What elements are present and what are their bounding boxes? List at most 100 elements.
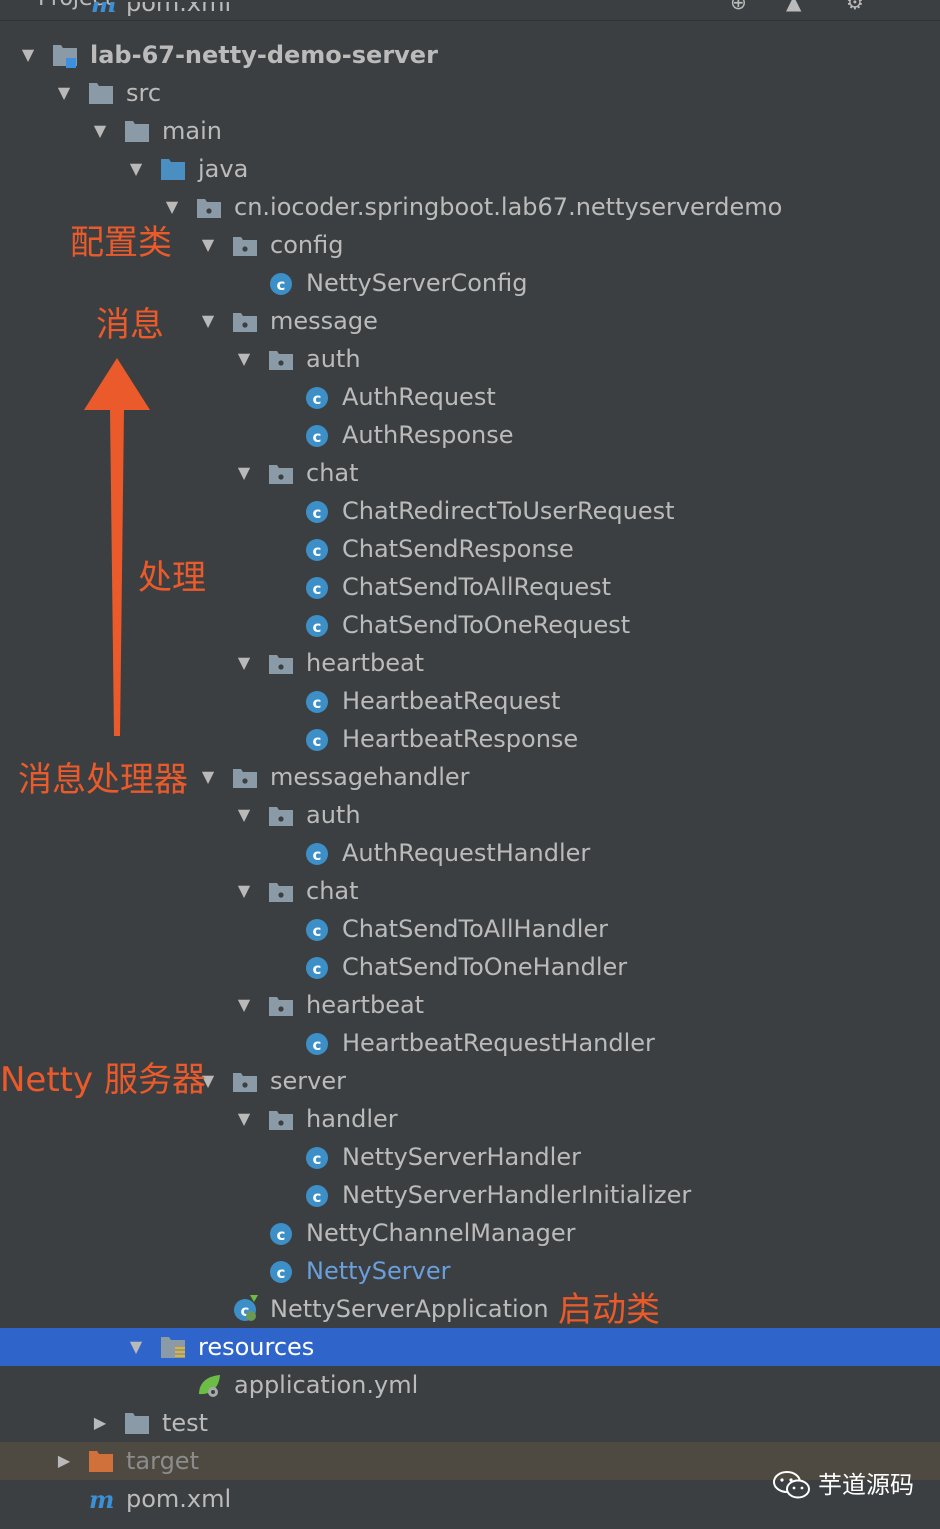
svg-text:c: c: [313, 428, 322, 446]
chevron-down-icon[interactable]: ▼: [237, 881, 251, 900]
chevron-down-icon[interactable]: ▼: [201, 1071, 215, 1090]
chevron-down-icon[interactable]: ▼: [237, 463, 251, 482]
tree-item-cn-iocoder-springboot-lab67-nettyserverdemo[interactable]: ▼cn.iocoder.springboot.lab67.nettyserver…: [0, 188, 940, 226]
tree-item-label: lab-67-netty-demo-server: [90, 41, 438, 69]
tree-item-src[interactable]: ▼ src: [0, 74, 940, 112]
chevron-down-icon[interactable]: ▼: [237, 995, 251, 1014]
project-title[interactable]: Project: [38, 0, 113, 11]
svg-text:c: c: [277, 1226, 286, 1244]
tree-item-handler[interactable]: ▼ handler: [0, 1100, 940, 1138]
tree-item-message[interactable]: ▼message: [0, 302, 940, 340]
tree-item-auth[interactable]: ▼auth: [0, 340, 940, 378]
svg-text:c: c: [313, 580, 322, 598]
tree-item-heartbeat[interactable]: ▼ heartbeat: [0, 986, 940, 1024]
chevron-down-icon[interactable]: ▼: [129, 159, 143, 178]
tree-item-target[interactable]: ▶target: [0, 1442, 940, 1480]
annotation-message: 消息: [96, 305, 164, 345]
tree-item-messagehandler[interactable]: ▼ messagehandler: [0, 758, 940, 796]
tree-item-label: messagehandler: [270, 763, 470, 791]
tree-item-label: handler: [306, 1105, 398, 1133]
tree-item-auth[interactable]: ▼auth: [0, 796, 940, 834]
tree-item-application-yml[interactable]: application.yml: [0, 1366, 940, 1404]
chevron-right-icon[interactable]: ▶: [57, 1451, 71, 1470]
gear-icon[interactable]: ⚙: [846, 0, 864, 14]
chevron-down-icon[interactable]: ▼: [93, 121, 107, 140]
svg-text:c: c: [241, 1302, 250, 1320]
package-icon: [268, 454, 294, 492]
resources-folder-icon: [160, 1328, 186, 1366]
tree-item-label: src: [126, 79, 162, 107]
tree-item-main[interactable]: ▼ main: [0, 112, 940, 150]
tree-item-label: ChatRedirectToUserRequest: [342, 497, 675, 525]
tree-item-label: main: [162, 117, 222, 145]
tree-item-label: heartbeat: [306, 991, 425, 1019]
tree-item-nettyserverapplication[interactable]: c NettyServerApplication: [0, 1290, 940, 1328]
chevron-down-icon[interactable]: ▼: [201, 311, 215, 330]
class-icon: c: [304, 606, 330, 644]
tree-item-test[interactable]: ▶test: [0, 1404, 940, 1442]
tree-item-label: AuthRequest: [342, 383, 496, 411]
tree-item-lab-67-netty-demo-server[interactable]: ▼ lab-67-netty-demo-server: [0, 36, 940, 74]
tree-item-heartbeat[interactable]: ▼heartbeat: [0, 644, 940, 682]
up-arrow-icon: [84, 358, 150, 736]
tree-item-resources[interactable]: ▼resources: [0, 1328, 940, 1366]
tree-item-config[interactable]: ▼config: [0, 226, 940, 264]
tree-item-label: HeartbeatRequestHandler: [342, 1029, 655, 1057]
svg-text:c: c: [313, 732, 322, 750]
tree-item-nettychannelmanager[interactable]: c NettyChannelManager: [0, 1214, 940, 1252]
chevron-down-icon[interactable]: ▼: [237, 653, 251, 672]
tree-item-chat[interactable]: ▼chat: [0, 872, 940, 910]
annotation-server: Netty 服务器: [0, 1060, 206, 1100]
package-icon: [268, 340, 294, 378]
tree-item-server[interactable]: ▼server: [0, 1062, 940, 1100]
package-icon: [232, 758, 258, 796]
chevron-down-icon[interactable]: ▼: [237, 1109, 251, 1128]
chevron-down-icon[interactable]: ▼: [165, 197, 179, 216]
tree-item-label: NettyChannelManager: [306, 1219, 576, 1247]
class-icon: c: [304, 834, 330, 872]
svg-text:m: m: [89, 1485, 114, 1514]
tree-item-pom-partial[interactable]: m pom.xml: [0, 2, 940, 22]
package-icon: [232, 226, 258, 264]
excluded-folder-icon: [88, 1442, 114, 1480]
tree-item-label: application.yml: [234, 1371, 419, 1399]
class-icon: c: [268, 1252, 294, 1290]
chevron-right-icon[interactable]: ▶: [93, 1413, 107, 1432]
chevron-down-icon[interactable]: ▼: [129, 1337, 143, 1356]
class-icon: c: [304, 416, 330, 454]
maven-icon: m: [90, 2, 116, 22]
source-folder-icon: [160, 150, 186, 188]
tree-item-label: ChatSendToAllHandler: [342, 915, 609, 943]
chevron-down-icon[interactable]: ▼: [237, 349, 251, 368]
locate-icon[interactable]: ⊕: [730, 0, 747, 14]
chevron-down-icon[interactable]: ▼: [57, 83, 71, 102]
chevron-down-icon[interactable]: ▼: [21, 45, 35, 64]
tree-item-java[interactable]: ▼ java: [0, 150, 940, 188]
tree-item-label: NettyServerApplication: [270, 1295, 549, 1323]
chevron-down-icon[interactable]: ▼: [237, 805, 251, 824]
collapse-icon[interactable]: ▲: [786, 0, 802, 14]
chevron-down-icon[interactable]: ▼: [201, 235, 215, 254]
tree-item-label: pom.xml: [126, 2, 232, 17]
tree-item-label: java: [198, 155, 249, 183]
chevron-down-icon[interactable]: ▼: [201, 767, 215, 786]
tree-item-chat[interactable]: ▼chat: [0, 454, 940, 492]
class-icon: c: [304, 530, 330, 568]
